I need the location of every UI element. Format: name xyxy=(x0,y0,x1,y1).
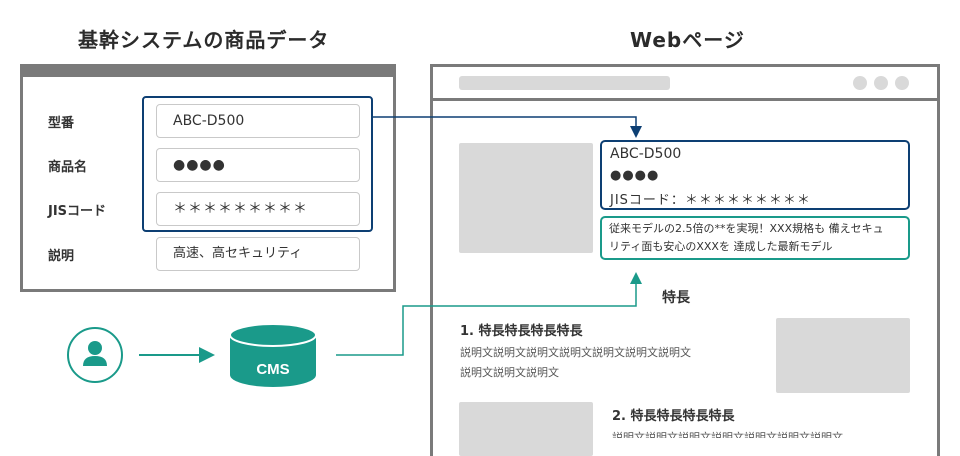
cms-to-web-arrow xyxy=(336,272,642,356)
description-label: 説明 xyxy=(48,249,75,264)
model-number-field: ABC-D500 xyxy=(156,104,360,138)
feature1-image-placeholder xyxy=(776,318,910,393)
features-heading: 特長 xyxy=(662,290,690,306)
window-control-dot xyxy=(895,76,909,90)
person-icon xyxy=(83,341,107,366)
feature2-text-line1: 説明文説明文説明文説明文説明文説明文説明文 xyxy=(612,431,843,438)
browser-toolbar-divider xyxy=(433,98,937,101)
feature1-text-line2: 説明文説明文説明文 xyxy=(460,366,559,379)
product-description-box xyxy=(600,216,910,260)
feature2-image-placeholder xyxy=(459,402,593,456)
address-bar xyxy=(459,76,670,90)
window-control-dot xyxy=(874,76,888,90)
feature1-text: 説明文説明文説明文説明文説明文説明文説明文 説明文説明文説明文 xyxy=(460,343,691,383)
web-description-line2: リティ面も安心のXXXを 達成した最新モデル xyxy=(609,240,833,253)
window-control-dot xyxy=(853,76,867,90)
model-number-label: 型番 xyxy=(48,116,75,131)
system-data-title: 基幹システムの商品データ xyxy=(78,28,330,52)
product-info-box xyxy=(600,140,910,210)
cms-database-icon: CMS xyxy=(229,323,317,387)
feature2-title: 2. 特長特長特長特長 xyxy=(612,409,735,424)
web-jis-code: JISコード：＊＊＊＊＊＊＊＊＊ xyxy=(610,193,811,208)
highlighted-fields-box xyxy=(142,96,373,232)
jis-code-field: ＊＊＊＊＊＊＊＊＊ xyxy=(156,192,360,226)
product-name-label: 商品名 xyxy=(48,160,88,175)
data-link-arrow xyxy=(373,116,642,138)
product-name-field: ●●●● xyxy=(156,148,360,182)
jis-code-label: JISコード xyxy=(48,204,107,219)
description-field: 高速、高セキュリティ xyxy=(156,237,360,271)
web-description: 従来モデルの2.5倍の**を実現！XXX規格も 備えセキュ リティ面も安心のXX… xyxy=(609,220,907,256)
system-window-titlebar xyxy=(20,64,396,77)
webpage-title: Webページ xyxy=(630,28,745,52)
feature1-title: 1. 特長特長特長特長 xyxy=(460,324,583,339)
web-description-line1: 従来モデルの2.5倍の**を実現！XXX規格も 備えセキュ xyxy=(609,222,884,235)
user-icon xyxy=(67,327,123,383)
feature1-text-line1: 説明文説明文説明文説明文説明文説明文説明文 xyxy=(460,346,691,359)
web-model-number: ABC-D500 xyxy=(610,146,682,162)
cms-label: CMS xyxy=(256,361,289,378)
product-image-placeholder xyxy=(459,143,593,253)
web-product-name: ●●●● xyxy=(610,168,660,183)
feature2-text: 説明文説明文説明文説明文説明文説明文説明文 xyxy=(612,428,910,438)
